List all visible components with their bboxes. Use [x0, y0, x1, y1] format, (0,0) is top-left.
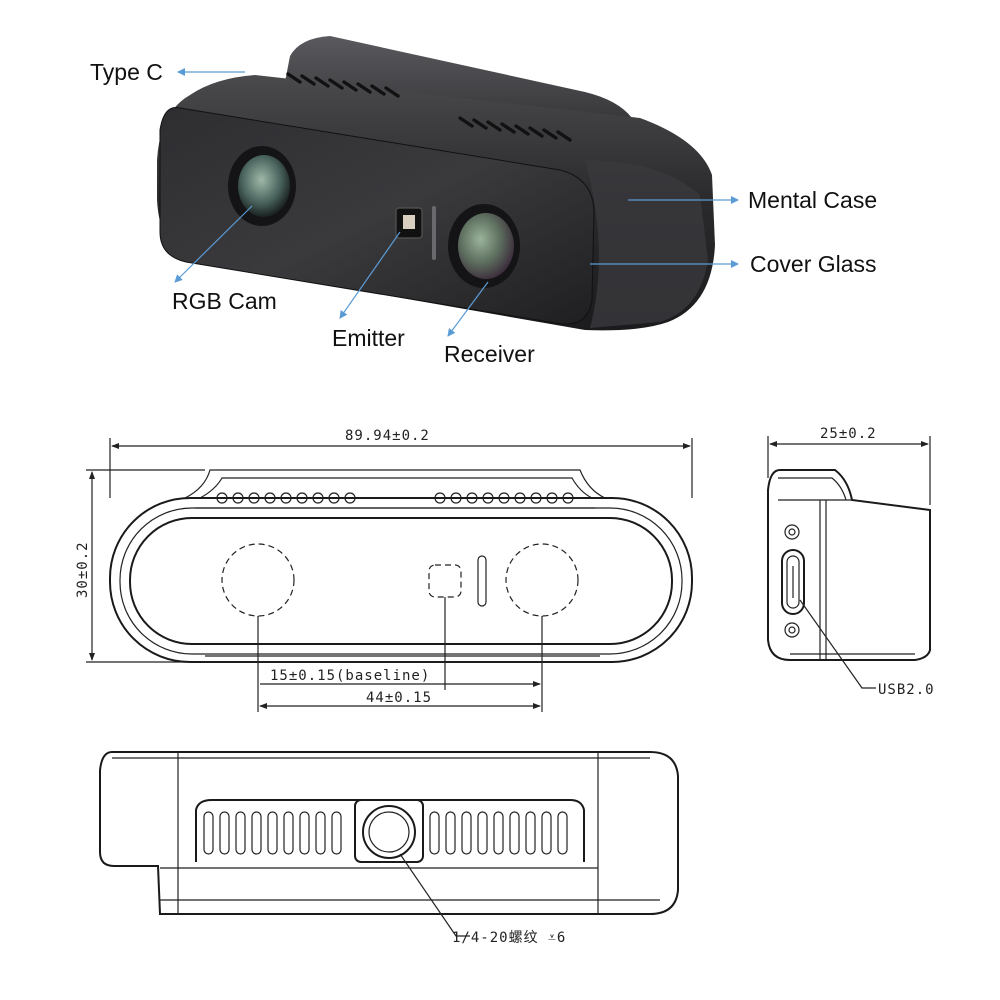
- height-dimension: 30±0.2: [75, 541, 91, 598]
- front-view-drawing: [86, 438, 693, 712]
- rgb-cam-label: RGB Cam: [172, 288, 277, 314]
- mount-thread-label: 1/4-20螺纹 ⩡6: [452, 930, 566, 946]
- camera-photo: [157, 36, 715, 331]
- width-dimension: 89.94±0.2: [345, 428, 430, 444]
- bottom-view-drawing: [99, 751, 679, 937]
- depth-dimension: 25±0.2: [820, 426, 877, 442]
- baseline-dimension: 15±0.15(baseline): [270, 668, 430, 684]
- type-c-label: Type C: [90, 59, 163, 85]
- metal-case-label: Mental Case: [748, 187, 877, 213]
- emitter-label: Emitter: [332, 325, 405, 351]
- usb-label: USB2.0: [878, 682, 935, 698]
- lens-spacing-dimension: 44±0.15: [366, 690, 432, 706]
- callout-lines: [174, 68, 739, 337]
- receiver-label: Receiver: [444, 341, 535, 367]
- cover-glass-label: Cover Glass: [750, 251, 877, 277]
- side-view-drawing: [767, 436, 931, 689]
